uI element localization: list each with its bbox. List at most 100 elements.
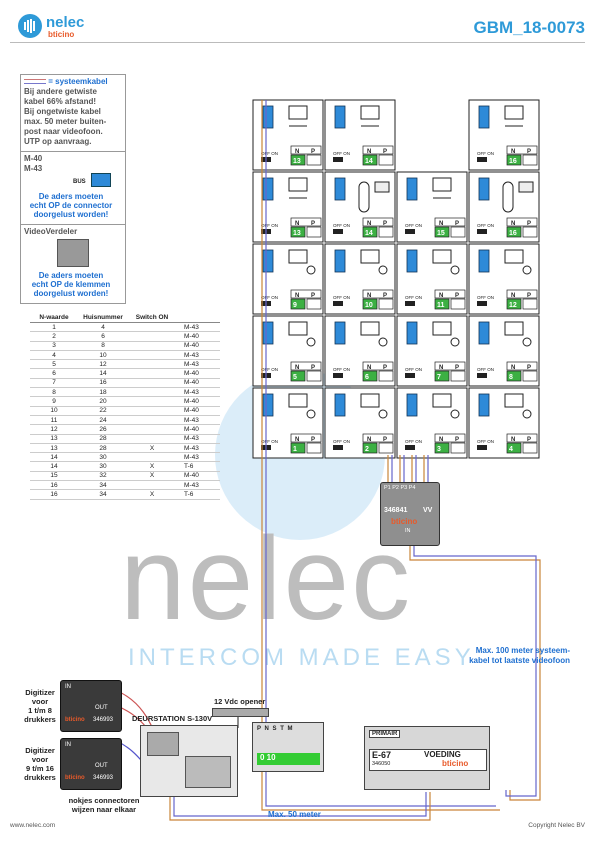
table-cell: 11 (30, 415, 78, 426)
n-value-box (434, 226, 450, 238)
n-value: 4 (509, 446, 513, 453)
table-cell: 12 (30, 424, 78, 435)
bus-connector-icon (334, 105, 346, 129)
cable-label: = systeemkabel (48, 77, 108, 86)
left-bus-wire (261, 100, 500, 811)
n-value: 13 (293, 158, 301, 165)
opener-label: 12 Vdc opener (214, 697, 266, 706)
button-icon (378, 409, 388, 419)
table-cell: X (128, 471, 176, 482)
table-cell: 4 (30, 350, 78, 361)
table-cell (128, 396, 176, 407)
off-on-label: OFF ON (333, 367, 350, 372)
table-cell: 26 (78, 424, 128, 435)
connector-note: M-40 M-43 BUS De aders moeten echt OP de… (20, 151, 126, 225)
button-icon (450, 337, 460, 347)
table-cell (128, 322, 176, 333)
switch-icon (477, 301, 487, 306)
video-distributor-icon (57, 239, 89, 267)
max50-note: Max. 50 meter (268, 810, 321, 819)
vv-warning: De aders moeten echt OP de klemmen doorg… (23, 271, 119, 298)
n-value: 15 (437, 230, 445, 237)
table-cell: 28 (78, 443, 128, 454)
np-header (290, 433, 322, 443)
digitizer2-label: Digitizer voor 9 t/m 16 drukkers (20, 746, 60, 782)
switch-icon (477, 157, 487, 162)
button-icon (306, 337, 316, 347)
table-cell: 30 (78, 452, 128, 463)
n-value: 12 (509, 302, 517, 309)
p-label: P (527, 437, 531, 443)
p-value-box (522, 298, 538, 310)
button-icon (522, 409, 532, 419)
np-header (290, 145, 322, 155)
table-cell: M-43 (176, 359, 220, 370)
bus-connector-icon (406, 321, 418, 345)
p-label: P (455, 365, 459, 371)
button-icon (522, 265, 532, 275)
watermark-tagline: INTERCOM MADE EASY (128, 644, 475, 671)
screen-icon (288, 321, 308, 336)
screen-icon (374, 181, 390, 193)
model-m43: M-43 (24, 164, 43, 173)
table-cell: 9 (30, 396, 78, 407)
door-station (140, 725, 238, 797)
n-label: N (295, 293, 299, 299)
screen-icon (360, 105, 380, 120)
footer-right: Copyright Nelec BV (528, 822, 585, 829)
digitizer-code: 346993 (93, 775, 114, 781)
n-label: N (295, 437, 299, 443)
off-on-label: OFF ON (405, 223, 422, 228)
vv-brand: bticino (391, 517, 418, 526)
n-label: N (511, 149, 515, 155)
table-cell (128, 350, 176, 361)
table-cell: 13 (30, 434, 78, 444)
off-on-label: OFF ON (477, 367, 494, 372)
screen-icon (432, 321, 452, 336)
legend-line: max. 50 meter buiten- (24, 117, 107, 126)
n-label: N (367, 437, 371, 443)
switch-icon (333, 373, 343, 378)
bus-connector-icon (262, 177, 274, 201)
table-cell (128, 378, 176, 389)
n-label: N (367, 221, 371, 227)
table-cell: 1 (30, 322, 78, 333)
n-value: 11 (437, 302, 445, 309)
screen-icon (288, 249, 308, 264)
digitizer1-line: drukkers (24, 715, 56, 724)
p-label: P (383, 365, 387, 371)
p-label: P (383, 221, 387, 227)
p-label: P (527, 149, 531, 155)
logo-sub: bticino (48, 30, 75, 39)
table-cell: X (128, 489, 176, 500)
p-label: P (527, 365, 531, 371)
button-icon (450, 409, 460, 419)
n-value-box (506, 226, 522, 238)
nelec-logo-icon (18, 14, 42, 38)
n-value-box (290, 154, 306, 166)
switch-icon (405, 373, 415, 378)
off-on-label: OFF ON (477, 295, 494, 300)
table-cell: M-40 (176, 396, 220, 407)
table-cell: 4 (78, 322, 128, 333)
n-value-box (362, 442, 378, 454)
np-header (434, 361, 466, 371)
vv-feed-wire (391, 455, 429, 482)
deurstation-label: DEURSTATION S-130V (132, 714, 213, 723)
psu-brand: bticino (442, 759, 469, 768)
screen-icon (360, 321, 380, 336)
n-value: 16 (509, 230, 517, 237)
switch-icon (405, 301, 415, 306)
table-cell (128, 480, 176, 491)
bus-connector-icon (478, 393, 490, 417)
